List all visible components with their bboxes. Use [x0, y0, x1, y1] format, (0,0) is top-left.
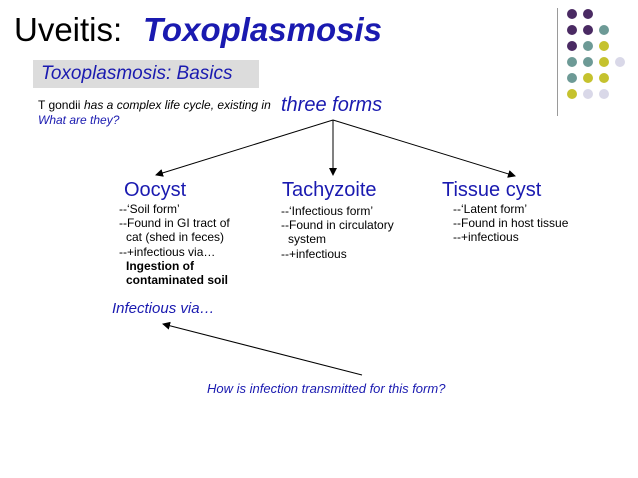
tissue-cyst-line: --‘Latent form’	[453, 202, 528, 216]
tachyzoite-details: --‘Infectious form’ --Found in circulato…	[281, 204, 394, 261]
decorative-dot-grid	[567, 9, 625, 99]
tachyzoite-heading: Tachyzoite	[282, 179, 377, 201]
intro-organism: T gondii	[38, 98, 81, 112]
oocyst-line: --+infectious via…	[119, 244, 216, 259]
tissue-cyst-line: --Found in host tissue	[453, 216, 569, 231]
tachyzoite-line: --Found in circulatory	[281, 218, 394, 233]
decor-dot	[599, 57, 609, 67]
slide-title: Uveitis:	[14, 11, 123, 48]
intro-question: What are they?	[38, 113, 120, 127]
infectious-via-label: Infectious via…	[112, 300, 215, 317]
decor-dot	[599, 41, 609, 51]
decor-dot	[567, 73, 577, 83]
arrow-to-oocyst	[155, 119, 334, 177]
decor-dot	[599, 73, 609, 83]
decor-dot	[583, 89, 593, 99]
tachyzoite-line: --+infectious	[281, 246, 347, 261]
slide-subtitle: Toxoplasmosis: Basics	[41, 63, 233, 84]
decor-dot	[567, 41, 577, 51]
decor-dot	[599, 89, 609, 99]
tachyzoite-line: --‘Infectious form’	[281, 204, 374, 218]
arrow-to-infectious-via	[162, 321, 363, 376]
decor-dot	[615, 57, 625, 67]
decor-dot	[567, 9, 577, 19]
intro-text: has a complex life cycle, existing in	[84, 98, 271, 112]
decor-dot	[567, 89, 577, 99]
oocyst-line: contaminated soil	[126, 273, 229, 288]
decor-dot	[567, 25, 577, 35]
tachyzoite-line: system	[288, 232, 327, 247]
decor-dot	[583, 73, 593, 83]
oocyst-details: --‘Soil form’ --Found in GI tract of cat…	[119, 202, 230, 287]
tissue-cyst-heading: Tissue cyst	[442, 179, 542, 201]
arrow-to-tissue-cyst	[332, 119, 516, 178]
subtitle-box	[33, 60, 259, 88]
tissue-cyst-line: --+infectious	[453, 230, 519, 245]
decorative-divider	[557, 8, 558, 116]
tissue-cyst-details: --‘Latent form’ --Found in host tissue -…	[453, 202, 568, 245]
slide-title-emphasis: Toxoplasmosis	[143, 11, 383, 48]
decor-dot	[583, 57, 593, 67]
transmission-question: How is infection transmitted for this fo…	[207, 381, 446, 396]
three-forms-label: three forms	[281, 94, 383, 116]
decor-dot	[583, 41, 593, 51]
oocyst-heading: Oocyst	[124, 179, 187, 201]
oocyst-line: cat (shed in feces)	[126, 230, 225, 245]
oocyst-line: --‘Soil form’	[119, 202, 180, 216]
oocyst-line: --Found in GI tract of	[119, 216, 230, 231]
decor-dot	[583, 25, 593, 35]
decor-dot	[583, 9, 593, 19]
decor-dot	[567, 57, 577, 67]
oocyst-line: Ingestion of	[126, 258, 194, 273]
decor-dot	[599, 25, 609, 35]
